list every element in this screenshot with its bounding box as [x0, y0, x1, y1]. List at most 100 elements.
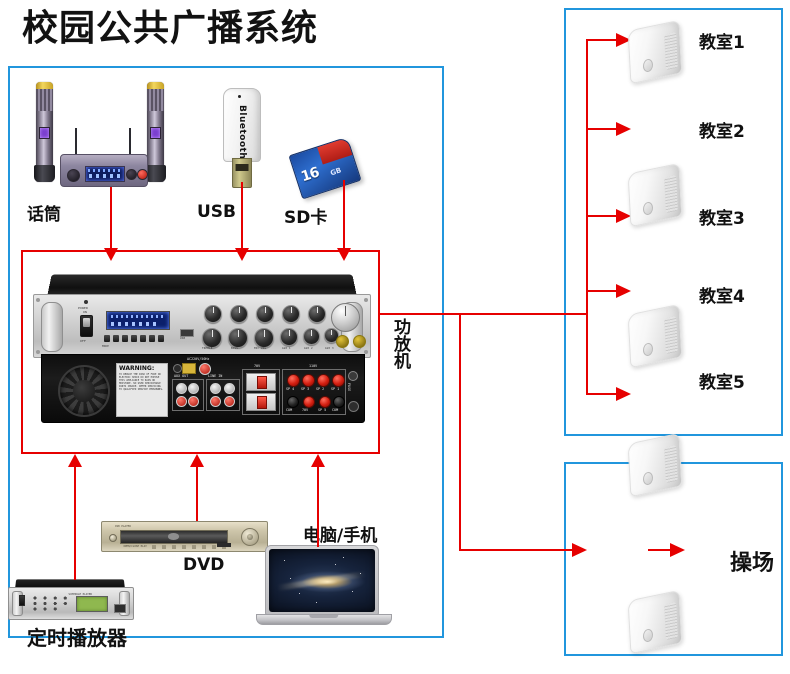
amp-knob-label-aux3: AUX 3 [325, 347, 334, 350]
wire-classroom-arrow-3 [616, 209, 631, 223]
wire-classroom-trunk [586, 39, 588, 395]
amp-mic-jack-2[interactable] [353, 335, 366, 348]
amp-aux-label: AUX OUT [174, 374, 189, 378]
wire-usb-vertical [241, 182, 243, 250]
source-label-usb: USB [197, 202, 237, 222]
amp-knob-mic1[interactable] [204, 305, 222, 323]
amp-knob-label-aux2: AUX 2 [304, 347, 313, 350]
wire-mic-arrow [104, 248, 118, 261]
wire-dvd-vertical [196, 467, 198, 521]
wire-classroom-branch-4 [586, 290, 618, 292]
wire-classroom-branch-2 [586, 128, 618, 130]
amplifier-icon: POWER ON OFF MODE USB [33, 272, 371, 432]
amp-usb-label: USB [180, 337, 186, 340]
wire-playground-arrow-2 [670, 543, 685, 557]
amp-binding-sp4 [287, 374, 300, 387]
amplifier-highlight-box [21, 250, 380, 454]
wire-classroom-arrow-4 [616, 284, 631, 298]
amp-ac-inlet [182, 363, 196, 374]
amp-master-volume-knob[interactable] [331, 303, 360, 332]
amp-ac-label: AC220V/50Hz [187, 357, 210, 361]
sd-card-icon: 16 GB [288, 136, 362, 200]
source-label-timer: 定时播放器 [27, 626, 127, 650]
amp-terminal-70v-a [246, 373, 276, 391]
classroom-speaker-1 [627, 19, 683, 85]
source-label-sd: SD卡 [284, 208, 328, 228]
amp-fuse-holder [348, 371, 358, 381]
wire-usb-arrow [235, 248, 249, 261]
amp-knob-mic3[interactable] [256, 305, 274, 323]
classroom-speaker-5 [627, 589, 683, 655]
amp-knob-micvol[interactable] [254, 328, 274, 348]
wire-sd-arrow [337, 248, 351, 261]
amp-term-label-sp5: SP 5 [318, 408, 327, 412]
wire-sd-vertical [343, 180, 345, 250]
classroom-speaker-3 [627, 303, 683, 369]
amp-knob-mic2[interactable] [230, 305, 248, 323]
wire-playground-arrow-1 [572, 543, 587, 557]
amp-binding-70v [303, 396, 315, 408]
amp-mode-label: MODE [102, 345, 110, 348]
bluetooth-usb-dongle-icon: Bluetooth [219, 88, 263, 188]
amp-term-label-sp1: SP 1 [331, 387, 340, 391]
amp-term-label-sp2: SP 2 [316, 387, 325, 391]
wire-classroom-arrow-2 [616, 122, 631, 136]
amp-70v-label: 70V [254, 364, 261, 368]
amp-term-label-com-b: COM [332, 408, 339, 412]
amp-knob-treble[interactable] [202, 328, 222, 348]
amp-usb-port[interactable] [180, 329, 194, 337]
wire-classroom-branch-5 [586, 393, 618, 395]
amp-mic-jack-1[interactable] [336, 335, 349, 348]
classroom-label-2: 教室2 [699, 122, 745, 142]
amp-power-label: POWER [78, 306, 89, 310]
page-title: 校园公共广播系统 [22, 8, 319, 49]
bluetooth-text-icon: Bluetooth [237, 104, 247, 160]
amp-knob-aux1[interactable] [280, 328, 298, 346]
wire-classroom-branch-3 [586, 215, 618, 217]
playground-label: 操场 [730, 551, 775, 576]
amp-binding-sp3 [302, 374, 315, 387]
wire-timer-vertical [74, 467, 76, 580]
amp-knob-label-micvol: MIC VOL [254, 347, 267, 350]
dvd-player-icon: DVD PLAYER OPEN/CLOSE PLAY [101, 521, 268, 552]
rack-timer-player-icon: SCHEDULE PLAYER [8, 578, 134, 620]
wire-mic-vertical [110, 187, 112, 250]
amplifier-label: 功放机 [390, 318, 410, 369]
amp-knob-label-bass: BASS [231, 347, 239, 350]
amp-term-label-sp4: SP 4 [286, 387, 295, 391]
amp-warning-title: WARNING: [119, 365, 155, 372]
wire-dvd-arrow [190, 454, 204, 467]
source-label-mic: 话筒 [27, 205, 61, 225]
wire-playground-horizontal-2 [648, 549, 672, 551]
amp-fuse-label: FUSE [347, 383, 351, 392]
amp-binding-sp5 [319, 396, 331, 408]
amp-off-label: OFF [80, 339, 87, 343]
classroom-speaker-2 [627, 162, 683, 228]
amp-knob-label-aux1: AUX 1 [282, 347, 291, 350]
source-label-laptop: 电脑/手机 [303, 526, 378, 546]
amplifier-rear-panel: WARNING: TO REDUCE THE RISK OF FIRE OR E… [41, 354, 365, 423]
classroom-speaker-4 [627, 432, 683, 498]
amp-knob-aux2[interactable] [303, 328, 320, 345]
wireless-microphone-icon [28, 82, 178, 192]
amp-term-label-sp3: SP 3 [301, 387, 310, 391]
classroom-label-5: 教室5 [699, 373, 745, 393]
amp-mode-buttons[interactable] [104, 335, 164, 342]
classroom-label-4: 教室4 [699, 287, 745, 307]
wire-classroom-branch-1 [586, 39, 618, 41]
amp-110v-label: 110V [309, 364, 318, 368]
amp-display [106, 311, 170, 330]
amp-line-label: LINE IN [208, 374, 223, 378]
wire-laptop-vertical [317, 467, 319, 547]
amp-binding-com-b [333, 396, 345, 408]
amp-term-label-com-a: COM [286, 408, 293, 412]
laptop-icon [256, 545, 392, 629]
source-devices-panel [8, 66, 444, 638]
amp-power-switch[interactable] [80, 315, 93, 337]
source-label-dvd: DVD [183, 555, 225, 575]
wire-timer-arrow [68, 454, 82, 467]
amp-warning-plate: WARNING: TO REDUCE THE RISK OF FIRE OR E… [116, 363, 168, 417]
amp-knob-mic4[interactable] [282, 305, 300, 323]
amp-knob-mic5[interactable] [308, 305, 326, 323]
amp-knob-bass[interactable] [228, 328, 248, 348]
